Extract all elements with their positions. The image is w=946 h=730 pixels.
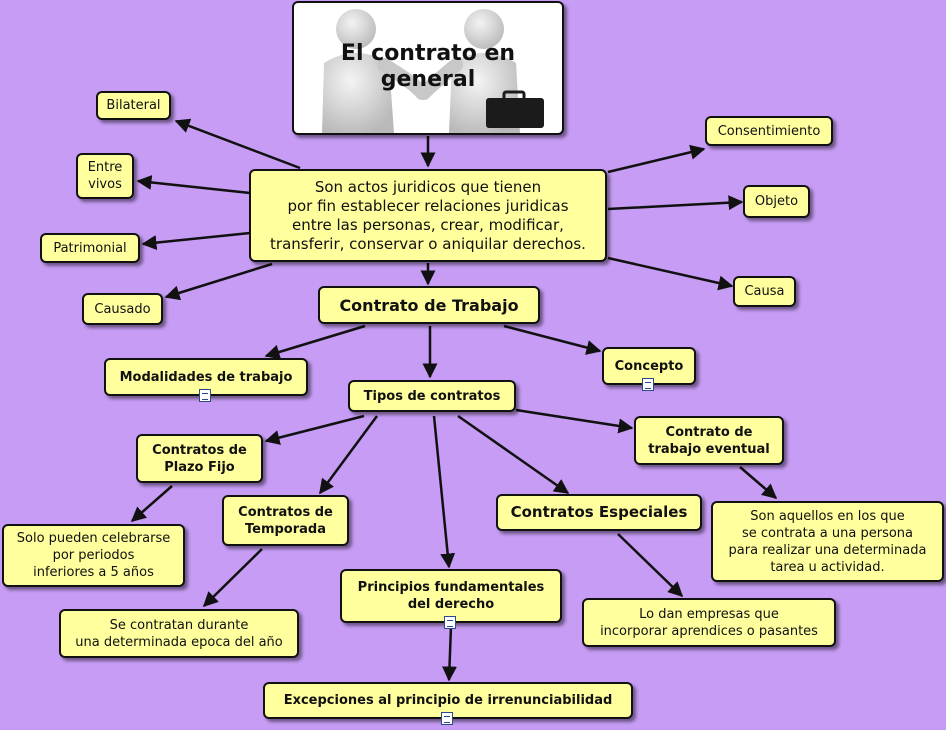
connector-arrow bbox=[130, 485, 173, 522]
patrimonial-node: Patrimonial bbox=[40, 233, 140, 263]
labor-contract-node: Contrato de Trabajo bbox=[318, 286, 540, 324]
connector-arrow bbox=[164, 262, 273, 301]
causa-node: Causa bbox=[733, 276, 796, 307]
objeto-node: Objeto bbox=[743, 185, 810, 218]
fixed-term-node: Contratos de Plazo Fijo bbox=[136, 434, 263, 483]
definition-node: Son actos juridicos que tienen por fin e… bbox=[249, 169, 607, 262]
note-icon[interactable] bbox=[199, 389, 211, 402]
connector-arrow bbox=[432, 415, 456, 569]
special-desc-node: Lo dan empresas que incorporar aprendice… bbox=[582, 598, 836, 647]
bilateral-node: Bilateral bbox=[96, 91, 171, 120]
principles-label: Principios fundamentales del derecho bbox=[357, 580, 545, 612]
seasonal-desc-node: Se contratan durante una determinada epo… bbox=[59, 609, 299, 658]
exceptions-label: Excepciones al principio de irrenunciabi… bbox=[283, 693, 613, 708]
connector-arrow bbox=[442, 625, 457, 682]
exceptions-node: Excepciones al principio de irrenunciabi… bbox=[263, 682, 633, 725]
contract-types-node: Tipos de contratos bbox=[348, 380, 516, 412]
special-contracts-node: Contratos Especiales bbox=[496, 494, 702, 531]
connector-arrow bbox=[457, 414, 570, 495]
connector-arrow bbox=[264, 324, 366, 360]
handshake-figures-image bbox=[322, 9, 544, 133]
seasonal-node: Contratos de Temporada bbox=[222, 495, 349, 546]
connector-arrow bbox=[264, 414, 365, 445]
connector-arrow bbox=[515, 408, 634, 434]
connector-arrow bbox=[607, 195, 744, 211]
connector-arrow bbox=[607, 144, 706, 174]
eventual-desc-node: Son aquellos en los que se contrata a un… bbox=[711, 501, 944, 582]
work-modalities-label: Modalidades de trabajo bbox=[119, 369, 293, 385]
connector-arrow bbox=[202, 548, 263, 608]
connector-arrow bbox=[318, 415, 379, 495]
concept-node: Concepto bbox=[602, 347, 696, 391]
eventual-contract-node: Contrato de trabajo eventual bbox=[634, 416, 784, 465]
consentimiento-node: Consentimiento bbox=[705, 116, 833, 146]
connector-arrow bbox=[141, 231, 251, 251]
causado-node: Causado bbox=[82, 293, 163, 325]
concept-label: Concepto bbox=[614, 358, 684, 374]
connector-arrow bbox=[503, 324, 602, 355]
title-image-box: El contrato en general bbox=[292, 1, 564, 135]
page-title: El contrato en general bbox=[340, 41, 516, 92]
connector-arrow bbox=[607, 256, 734, 291]
note-icon[interactable] bbox=[444, 616, 456, 629]
connector-arrow bbox=[739, 466, 778, 499]
note-icon[interactable] bbox=[441, 712, 453, 725]
connector-arrow bbox=[617, 533, 684, 598]
entre-vivos-node: Entre vivos bbox=[76, 153, 134, 199]
fixed-term-desc-node: Solo pueden celebrarse por periodos infe… bbox=[2, 524, 185, 587]
connector-arrow bbox=[174, 118, 301, 170]
connector-arrow bbox=[136, 174, 251, 195]
work-modalities-node: Modalidades de trabajo bbox=[104, 358, 308, 402]
note-icon[interactable] bbox=[642, 378, 654, 391]
principles-node: Principios fundamentales del derecho bbox=[340, 569, 562, 629]
